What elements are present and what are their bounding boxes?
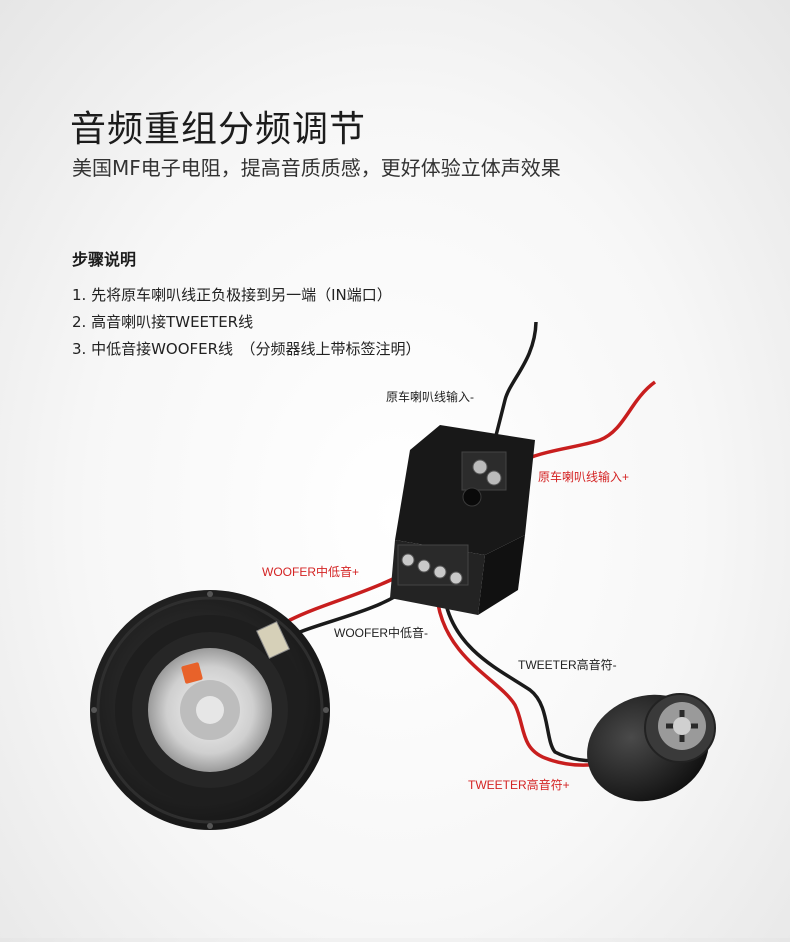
wiring-diagram: 原车喇叭线输入- 原车喇叭线输入+ WOOFER中低音+ WOOFER中低音- … bbox=[0, 300, 790, 938]
page-title: 音频重组分频调节 bbox=[70, 109, 367, 150]
step-1: 1. 先将原车喇叭线正负极接到另一端（IN端口） bbox=[72, 286, 392, 304]
tweeter-positive-wire bbox=[436, 603, 601, 767]
tweeter-speaker-icon bbox=[587, 693, 716, 802]
label-woofer-negative: WOOFER中低音- bbox=[334, 626, 428, 640]
label-woofer-positive: WOOFER中低音+ bbox=[262, 565, 360, 579]
label-input-positive: 原车喇叭线输入+ bbox=[538, 470, 630, 484]
tweeter-negative-wire bbox=[443, 599, 601, 763]
label-tweeter-positive: TWEETER高音符+ bbox=[468, 778, 570, 792]
crossover-unit-icon bbox=[390, 425, 535, 615]
woofer-speaker-icon bbox=[90, 590, 330, 830]
page-subtitle: 美国MF电子电阻，提高音质质感，更好体验立体声效果 bbox=[72, 156, 561, 180]
steps-section: 步骤说明 1. 先将原车喇叭线正负极接到另一端（IN端口） 2. 高音喇叭接TW… bbox=[72, 246, 421, 363]
wiring-diagram-svg bbox=[90, 321, 716, 830]
label-input-negative: 原车喇叭线输入- bbox=[386, 390, 474, 404]
step-3: 3. 中低音接WOOFER线 （分频器线上带标签注明） bbox=[72, 340, 421, 358]
steps-heading: 步骤说明 bbox=[72, 250, 137, 269]
label-tweeter-negative: TWEETER高音符- bbox=[518, 658, 617, 672]
step-2: 2. 高音喇叭接TWEETER线 bbox=[72, 313, 254, 331]
